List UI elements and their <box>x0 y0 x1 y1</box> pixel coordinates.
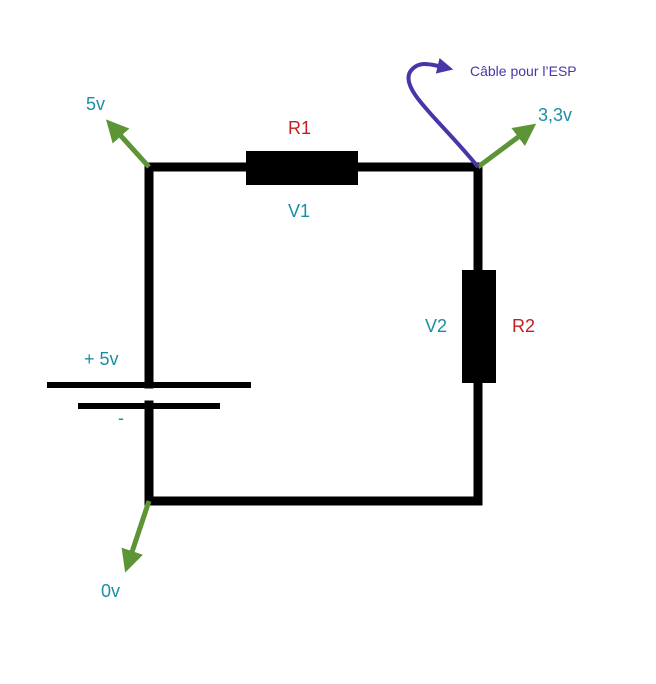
label-5v: 5v <box>86 94 105 114</box>
circuit-wires <box>144 162 483 506</box>
battery-symbol <box>47 382 251 409</box>
arrow-3v3 <box>476 123 537 170</box>
label-battery-minus: - <box>118 408 124 428</box>
resistor-r1 <box>246 151 358 185</box>
label-cable-esp: Câble pour l’ESP <box>470 63 577 79</box>
label-v1: V1 <box>288 201 310 221</box>
resistor-r2 <box>462 270 496 383</box>
label-r2: R2 <box>512 316 535 336</box>
arrow-5v <box>105 119 151 169</box>
label-0v: 0v <box>101 581 120 601</box>
label-r1: R1 <box>288 118 311 138</box>
label-battery-plus: + 5v <box>84 349 119 369</box>
label-3v3: 3,3v <box>538 105 572 125</box>
cable-esp-curve <box>406 58 480 169</box>
battery-plate-negative <box>78 403 220 409</box>
node-arrows <box>105 119 537 573</box>
arrow-0v <box>121 500 152 573</box>
label-v2: V2 <box>425 316 447 336</box>
battery-plate-positive <box>47 382 251 388</box>
